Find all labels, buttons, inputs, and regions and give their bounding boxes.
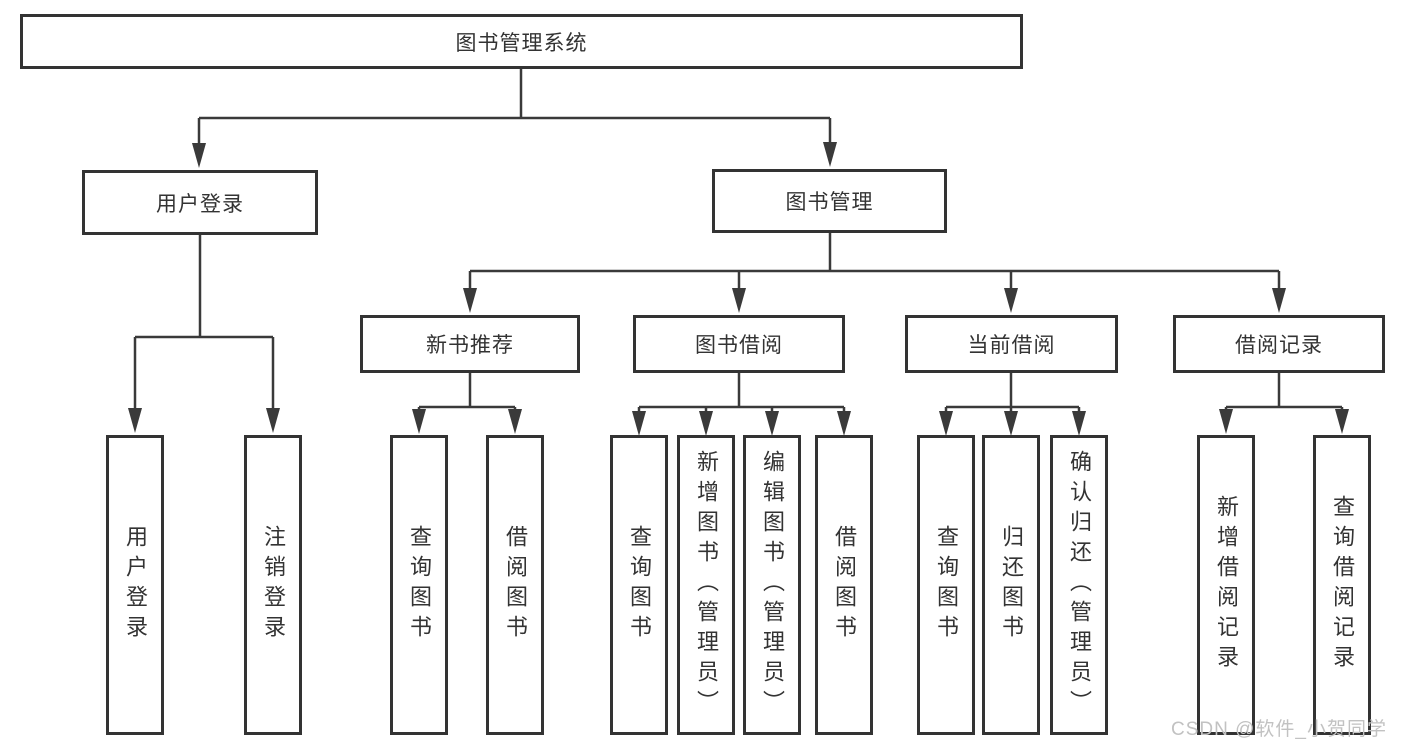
- node-new-book-recommendation: 新书推荐: [360, 315, 580, 373]
- leaf-confirm-return-admin: 确认归还（管理员）: [1050, 435, 1108, 735]
- node-book-borrowing: 图书借阅: [633, 315, 845, 373]
- csdn-watermark: CSDN @软件_小贺同学: [1171, 719, 1387, 740]
- leaf-query-books-current: 查询图书: [917, 435, 975, 735]
- leaf-logout: 注销登录: [244, 435, 302, 735]
- leaf-user-login: 用户登录: [106, 435, 164, 735]
- leaf-query-borrow-record: 查询借阅记录: [1313, 435, 1371, 735]
- leaf-add-books-admin: 新增图书（管理员）: [677, 435, 735, 735]
- leaf-query-books-recommend: 查询图书: [390, 435, 448, 735]
- leaf-borrow-books: 借阅图书: [815, 435, 873, 735]
- node-user-login: 用户登录: [82, 170, 318, 235]
- leaf-edit-books-admin: 编辑图书（管理员）: [743, 435, 801, 735]
- node-borrowing-records: 借阅记录: [1173, 315, 1385, 373]
- node-book-management: 图书管理: [712, 169, 947, 233]
- leaf-query-books-borrowing: 查询图书: [610, 435, 668, 735]
- leaf-return-books: 归还图书: [982, 435, 1040, 735]
- leaf-add-borrow-record: 新增借阅记录: [1197, 435, 1255, 735]
- root-node-library-management-system: 图书管理系统: [20, 14, 1023, 69]
- node-current-borrowing: 当前借阅: [905, 315, 1118, 373]
- leaf-borrow-books-recommend: 借阅图书: [486, 435, 544, 735]
